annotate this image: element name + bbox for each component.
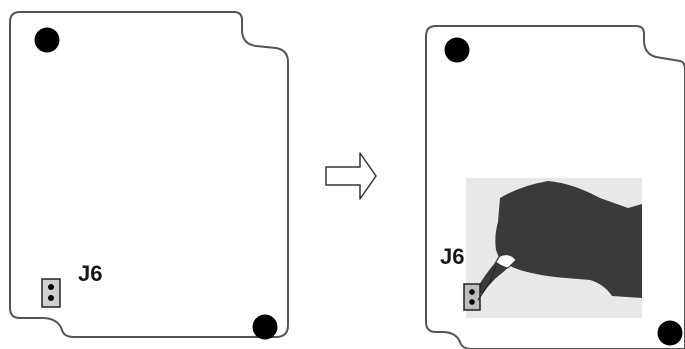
jumper-header — [41, 278, 61, 308]
mounting-hole — [657, 320, 683, 346]
board-after: J6 — [425, 25, 685, 349]
j6-label: J6 — [440, 244, 464, 269]
finger-highlight — [495, 254, 517, 269]
board-before: J6 — [9, 11, 289, 340]
jumper-header — [463, 265, 497, 311]
right-arrow-icon — [325, 152, 377, 200]
board-outline — [9, 11, 289, 338]
hand-silhouette — [495, 181, 642, 298]
j6-label: J6 — [78, 261, 102, 286]
mounting-hole — [444, 37, 470, 63]
mounting-hole — [252, 314, 278, 340]
mounting-hole — [34, 27, 60, 53]
